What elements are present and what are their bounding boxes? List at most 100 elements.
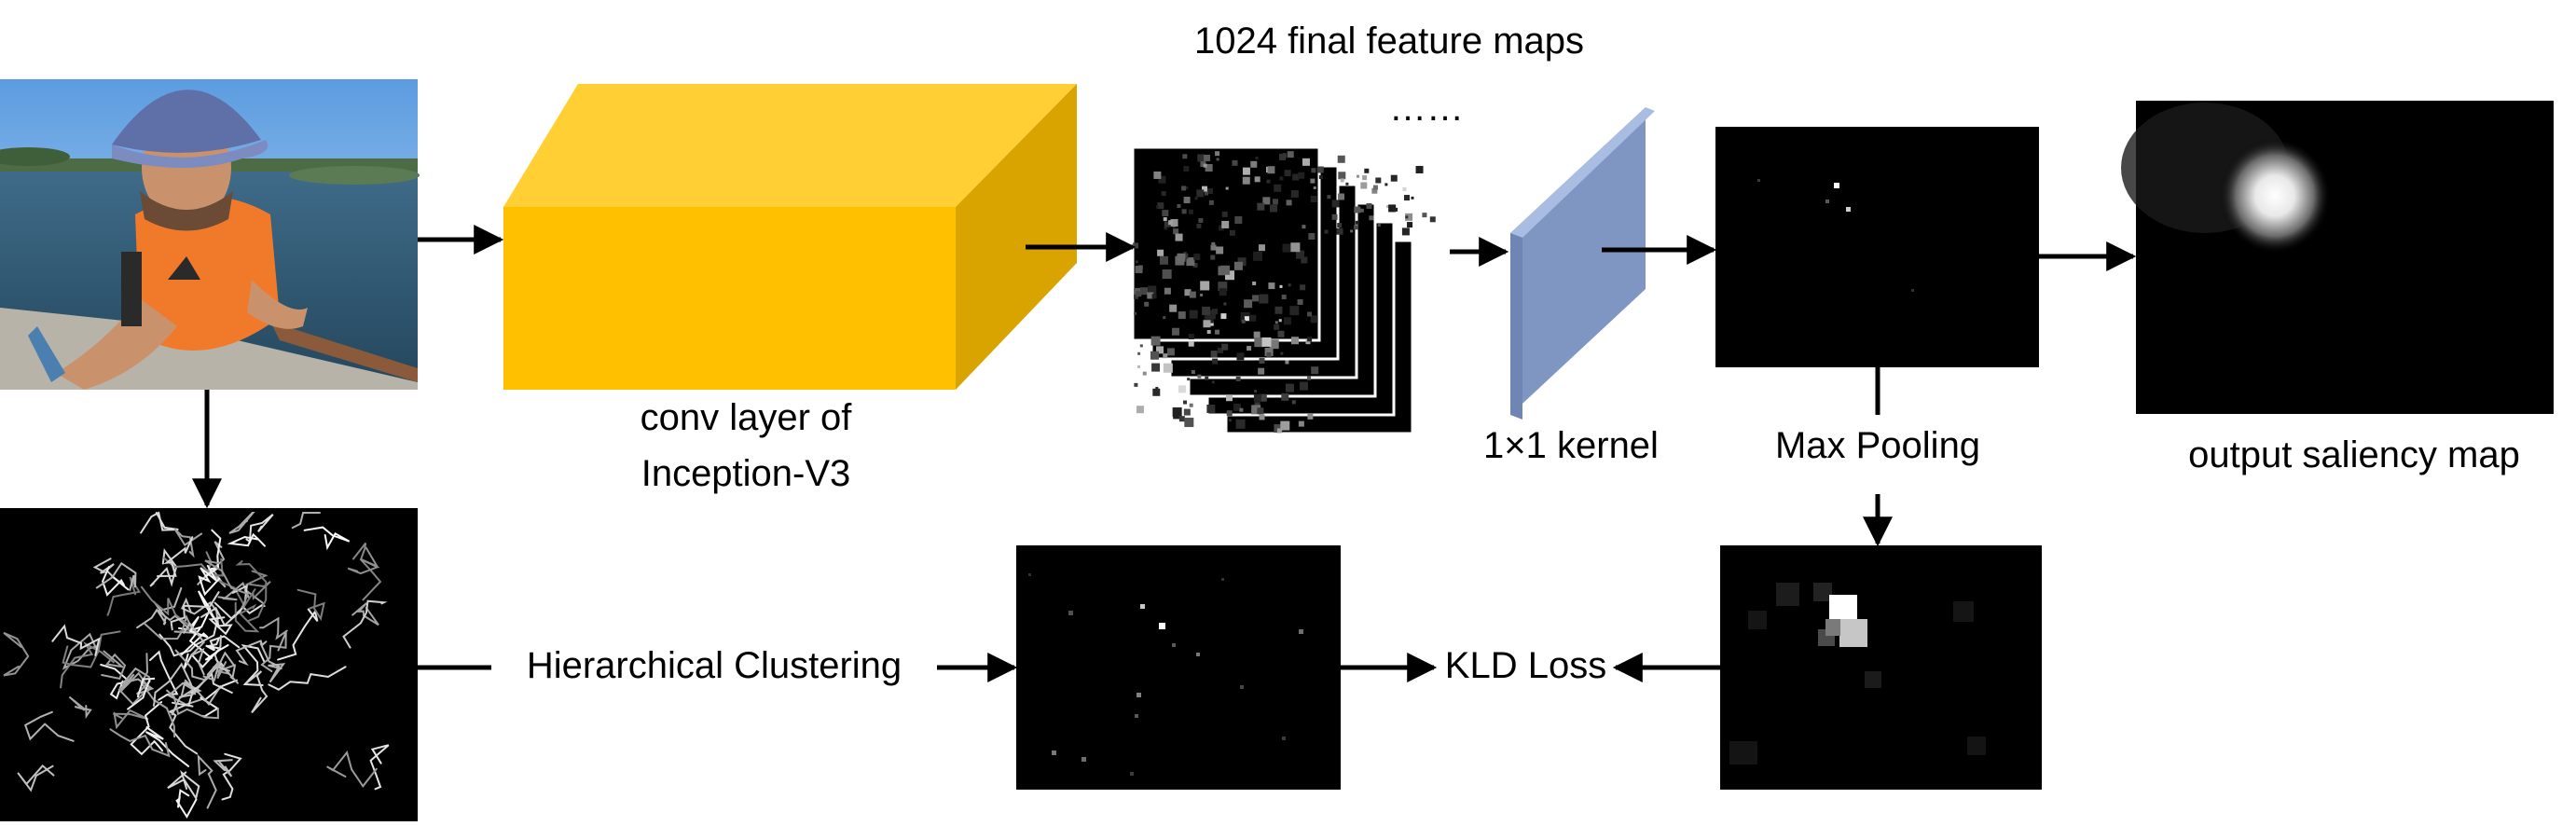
- feature-activation: [1299, 381, 1308, 391]
- feature-activation: [1225, 394, 1233, 402]
- fixation-stroke: [17, 764, 55, 792]
- fixation-stroke: [291, 512, 321, 530]
- feature-activation: [1278, 319, 1282, 323]
- feature-activation: [1279, 284, 1283, 288]
- fixation-stroke: [351, 602, 379, 626]
- fixation-stroke: [228, 512, 255, 534]
- feature-activation: [1210, 351, 1218, 358]
- feature-activation: [1257, 407, 1264, 415]
- feature-activation: [1340, 178, 1344, 183]
- fixation-stroke: [23, 710, 75, 742]
- output-saliency-map: [2121, 101, 2554, 414]
- fixation-stroke: [166, 689, 219, 720]
- feature-activation: [1162, 269, 1172, 280]
- feature-activation: [1324, 229, 1329, 234]
- feature-activation: [1203, 163, 1207, 168]
- feature-activation: [1244, 316, 1249, 322]
- feature-activation: [1249, 314, 1257, 322]
- feature-activation: [1274, 184, 1282, 192]
- fixation-map: [0, 508, 418, 821]
- feature-activation: [1350, 229, 1354, 233]
- feature-activation: [1235, 376, 1241, 381]
- feature-activation: [1327, 195, 1331, 200]
- feature-activation: [1148, 285, 1157, 295]
- feature-activation: [1286, 200, 1292, 206]
- feature-activation: [1331, 200, 1340, 208]
- feature-activation: [1189, 403, 1193, 407]
- feature-activation: [1386, 205, 1390, 209]
- fixation-stroke: [241, 644, 266, 686]
- feature-activation: [1200, 161, 1206, 168]
- feature-activation: [1221, 343, 1229, 351]
- feature-activation: [1259, 393, 1267, 402]
- feature-activation: [1171, 327, 1179, 336]
- feature-activation: [1280, 420, 1290, 431]
- feature-activation: [1407, 222, 1413, 228]
- feature-activation: [1157, 202, 1164, 210]
- feature-activation: [1185, 186, 1189, 189]
- feature-activation: [1221, 211, 1228, 217]
- fixation-stroke: [127, 677, 156, 710]
- max-pooling-label: Max Pooling: [1774, 425, 1981, 466]
- feature-activation: [1276, 428, 1282, 434]
- fixation-stroke: [173, 528, 203, 558]
- fixation-stroke: [106, 576, 142, 616]
- fixation-stroke: [167, 770, 200, 801]
- feature-activation: [1289, 306, 1300, 316]
- feature-activation: [1355, 220, 1359, 225]
- feature-activation: [1210, 244, 1217, 251]
- feature-activation: [1331, 213, 1338, 220]
- feature-activation: [1194, 197, 1198, 200]
- feature-activation: [1305, 339, 1311, 345]
- fixation-stroke: [100, 664, 131, 700]
- feature-activation: [1197, 374, 1202, 379]
- fixation-stroke: [175, 789, 198, 819]
- feature-activation: [1178, 416, 1185, 422]
- feature-activation: [1215, 329, 1220, 335]
- fixation-stroke: [148, 650, 179, 701]
- feature-activation: [1151, 294, 1157, 299]
- feature-activation: [1250, 160, 1258, 168]
- feature-activation: [1219, 288, 1227, 296]
- feature-activation: [1366, 203, 1372, 210]
- feature-activation: [1189, 310, 1198, 319]
- fixation-stroke: [234, 601, 260, 633]
- feature-activation: [1202, 186, 1208, 192]
- feature-activation: [1229, 229, 1235, 236]
- feature-activation: [1310, 315, 1318, 324]
- fixation-stroke: [296, 588, 325, 622]
- feature-activation: [1164, 287, 1171, 295]
- feature-activation: [1137, 351, 1141, 355]
- feature-activation: [1405, 213, 1413, 221]
- feature-activation: [1234, 215, 1243, 224]
- cluster-point: [1196, 653, 1200, 656]
- feature-activation: [1181, 186, 1187, 191]
- feature-activation: [1252, 251, 1262, 261]
- feature-activation: [1183, 400, 1188, 405]
- feature-activation: [1182, 154, 1188, 159]
- fixation-stroke: [245, 670, 269, 714]
- feature-activation: [1223, 302, 1227, 306]
- feature-activation: [1264, 348, 1274, 357]
- feature-activation: [1279, 176, 1284, 181]
- feature-activation: [1151, 363, 1161, 372]
- feature-activation: [1255, 157, 1259, 160]
- feature-activation: [1134, 382, 1138, 387]
- feature-maps-label: 1024 final feature maps: [1193, 21, 1585, 62]
- fixation-stroke: [213, 759, 233, 778]
- feature-activation: [1163, 353, 1168, 359]
- feature-activation: [1252, 295, 1260, 302]
- feature-activation: [1253, 331, 1260, 338]
- fixation-stroke: [158, 616, 219, 657]
- feature-activation: [1226, 410, 1233, 417]
- fixation-stroke: [179, 615, 209, 657]
- feature-activation: [1242, 167, 1250, 175]
- feature-activation: [1307, 376, 1312, 380]
- feature-activation: [1291, 400, 1296, 405]
- feature-activation: [1205, 376, 1209, 380]
- feature-activation: [1411, 196, 1414, 200]
- feature-activation: [1220, 313, 1227, 320]
- feature-activation: [1345, 182, 1349, 186]
- feature-activation: [1285, 360, 1289, 365]
- feature-activation: [1164, 226, 1168, 230]
